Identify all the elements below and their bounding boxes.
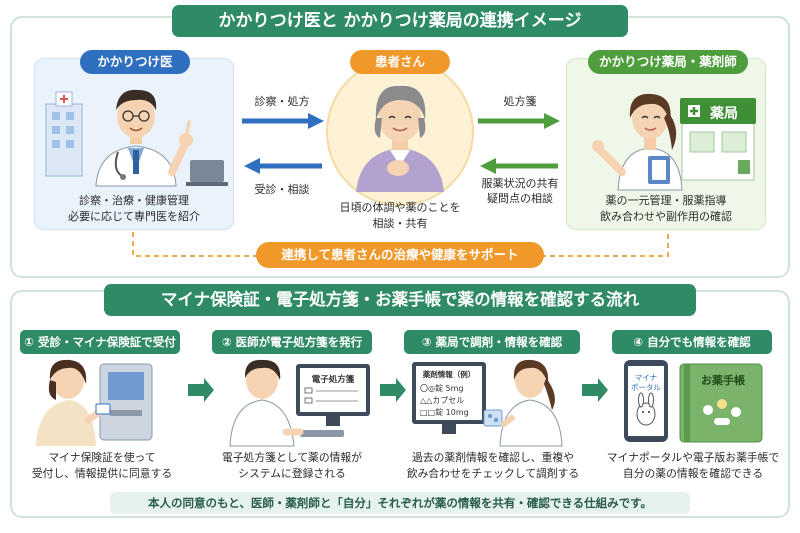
patient-desc-line2: 相談・共有 xyxy=(372,217,428,230)
step1-desc-line2: 受付し、情報提供に同意する xyxy=(31,467,173,480)
step-arrow-3-icon xyxy=(582,378,608,402)
drug-info-line-3: □□錠 10mg xyxy=(420,407,469,417)
step-arrow-1-icon xyxy=(188,378,214,402)
phone-text-line1: マイナ xyxy=(635,373,657,382)
notebook-text: お薬手帳 xyxy=(701,373,745,387)
cooperation-banner: 連携して患者さんの治療や健康をサポート xyxy=(256,242,544,268)
drug-info-screen-title: 薬剤情報（例） xyxy=(423,369,476,379)
pharmacy-description: 薬の一元管理・服薬指導 飲み合わせや副作用の確認 xyxy=(566,193,766,225)
pharmacy-label: かかりつけ薬局・薬剤師 xyxy=(588,50,748,74)
pharmacy-desc-line2: 飲み合わせや副作用の確認 xyxy=(600,210,732,223)
top-title: かかりつけ医と かかりつけ薬局の連携イメージ xyxy=(172,5,628,37)
arrow-exam-right-icon xyxy=(242,113,324,129)
step4-description: マイナポータルや電子版お薬手帳で 自分の薬の情報を確認できる xyxy=(600,450,786,482)
step1-illustration xyxy=(36,359,153,446)
step1-description: マイナ保険証を使って 受付し、情報提供に同意する xyxy=(14,450,190,482)
pharmacy-sign-text: 薬局 xyxy=(710,105,738,122)
pharmacist-illustration: 薬局 xyxy=(592,93,756,191)
step3-heading: ③ 薬局で調剤・情報を確認 xyxy=(404,330,580,354)
arrow-share-left-icon xyxy=(480,158,558,174)
pharmacy-desc-line1: 薬の一元管理・服薬指導 xyxy=(605,194,727,207)
step3-desc-line2: 飲み合わせをチェックして調剤する xyxy=(406,467,580,480)
e-prescription-screen-text: 電子処方箋 xyxy=(312,374,355,385)
flow-label-share-line1: 服薬状況の共有 xyxy=(481,177,559,190)
step4-desc-line2: 自分の薬の情報を確認できる xyxy=(622,467,764,480)
doctor-desc-line2: 必要に応じて専門医を紹介 xyxy=(68,210,200,223)
arrow-rx-right-icon xyxy=(478,113,560,129)
step-arrow-2-icon xyxy=(380,378,406,402)
doctor-label: かかりつけ医 xyxy=(80,50,190,74)
flow-label-exam: 診察・処方 xyxy=(254,95,310,108)
step2-heading: ② 医師が電子処方箋を発行 xyxy=(212,330,372,354)
step2-description: 電子処方箋として薬の情報が システムに登録される xyxy=(200,450,384,482)
step4-illustration: マイナ ポータル お薬手帳 xyxy=(624,360,763,443)
drug-info-line-2: △△カプセル xyxy=(420,396,464,405)
step3-description: 過去の薬剤情報を確認し、重複や 飲み合わせをチェックして調剤する xyxy=(400,450,586,482)
bottom-title: マイナ保険証・電子処方箋・お薬手帳で薬の情報を確認する流れ xyxy=(104,284,696,316)
phone-text-line2: ポータル xyxy=(631,383,661,392)
arrow-visit-left-icon xyxy=(244,158,322,174)
patient-label: 患者さん xyxy=(350,50,450,74)
doctor-desc-line1: 診察・治療・健康管理 xyxy=(79,194,189,207)
step2-desc-line2: システムに登録される xyxy=(238,467,346,480)
step1-desc-line1: マイナ保険証を使って xyxy=(48,451,156,464)
step2-illustration: 電子処方箋 xyxy=(229,359,370,447)
patient-illustration xyxy=(356,85,444,192)
flow-label-visit: 受診・相談 xyxy=(254,183,310,196)
flow-label-prescription: 処方箋 xyxy=(503,95,537,108)
step4-heading: ④ 自分でも情報を確認 xyxy=(612,330,772,354)
flow-label-share-line2: 疑問点の相談 xyxy=(487,192,553,205)
patient-description: 日頃の体調や薬のことを 相談・共有 xyxy=(322,200,478,232)
step3-desc-line1: 過去の薬剤情報を確認し、重複や xyxy=(412,451,574,464)
step3-illustration: 薬剤情報（例） 〇◎錠 5mg △△カプセル □□錠 10mg xyxy=(412,359,563,447)
doctor-illustration xyxy=(45,89,228,187)
patient-desc-line1: 日頃の体調や薬のことを xyxy=(339,201,461,214)
step1-heading: ① 受診・マイナ保険証で受付 xyxy=(20,330,180,354)
summary-note: 本人の同意のもと、医師・薬剤師と「自分」それぞれが薬の情報を共有・確認できる仕組… xyxy=(110,492,690,514)
step2-desc-line1: 電子処方箋として薬の情報が xyxy=(221,451,363,464)
doctor-description: 診察・治療・健康管理 必要に応じて専門医を紹介 xyxy=(34,193,234,225)
drug-info-line-1: 〇◎錠 5mg xyxy=(420,383,463,393)
step4-desc-line1: マイナポータルや電子版お薬手帳で xyxy=(606,451,780,464)
